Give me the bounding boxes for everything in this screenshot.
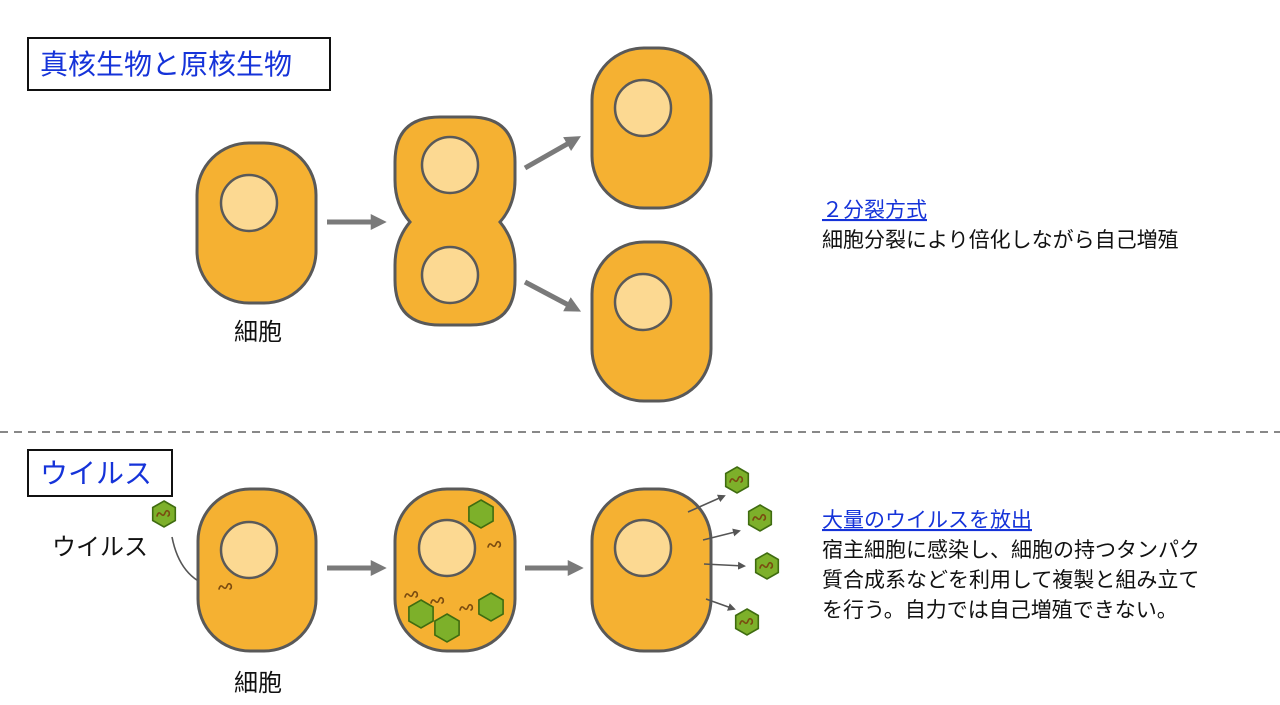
cell-label: 細胞 <box>234 669 282 697</box>
parent-cell <box>195 141 318 305</box>
virus-icon <box>408 599 434 629</box>
description-line-1: 宿主細胞に感染し、細胞の持つタンパク <box>822 538 1200 562</box>
nucleus-icon <box>420 245 480 305</box>
daughter-cell-top <box>590 46 713 210</box>
nucleus-icon <box>613 272 673 332</box>
arrow-to-daughter-top <box>523 136 581 171</box>
virus-icon <box>478 592 504 622</box>
host-cell-releasing <box>590 487 713 653</box>
description-line-3: を行う。自力では自己増殖できない。 <box>822 598 1178 622</box>
nucleus-icon <box>613 518 673 578</box>
virus-icon <box>756 553 779 579</box>
dividing-cell <box>393 115 517 327</box>
release-arrow <box>703 561 746 570</box>
title-cells: 真核生物と原核生物 <box>40 48 292 81</box>
title-box-virus <box>27 449 173 497</box>
virus-icon <box>468 499 494 529</box>
nucleus-icon <box>219 173 279 233</box>
release-arrow <box>702 528 741 541</box>
nucleus-icon <box>613 78 673 138</box>
host-cell-replicating <box>393 487 517 653</box>
description-binary-fission: 細胞分裂により倍化しながら自己増殖 <box>822 228 1179 252</box>
heading-binary-fission: ２分裂方式 <box>822 198 927 222</box>
virus-label: ウイルス <box>52 533 148 561</box>
title-virus: ウイルス <box>40 457 152 490</box>
virus-icon <box>434 613 460 643</box>
cell-label: 細胞 <box>234 318 282 346</box>
virus-icon <box>749 505 772 531</box>
section-virus: ウイルス ウイルス 細胞 <box>27 449 1200 697</box>
description-line-2: 質合成系などを利用して複製と組み立て <box>822 568 1199 592</box>
virus-icon <box>736 609 759 635</box>
nucleus-icon <box>420 135 480 195</box>
heading-virus-release: 大量のウイルスを放出 <box>822 508 1032 532</box>
arrow-to-daughter-bottom <box>523 279 582 312</box>
nucleus-icon <box>219 520 279 580</box>
release-arrow <box>705 598 736 611</box>
virus-icon <box>726 467 749 493</box>
nucleus-icon <box>417 518 477 578</box>
section-cell-division: 真核生物と原核生物 細胞 ２分裂方式 細胞分裂により倍化しながら自己増殖 <box>27 37 1179 403</box>
release-arrow <box>687 494 726 513</box>
virus-icon <box>153 501 176 527</box>
title-box-cells <box>27 37 331 91</box>
daughter-cell-bottom <box>590 240 713 403</box>
host-cell-infected <box>196 487 318 653</box>
